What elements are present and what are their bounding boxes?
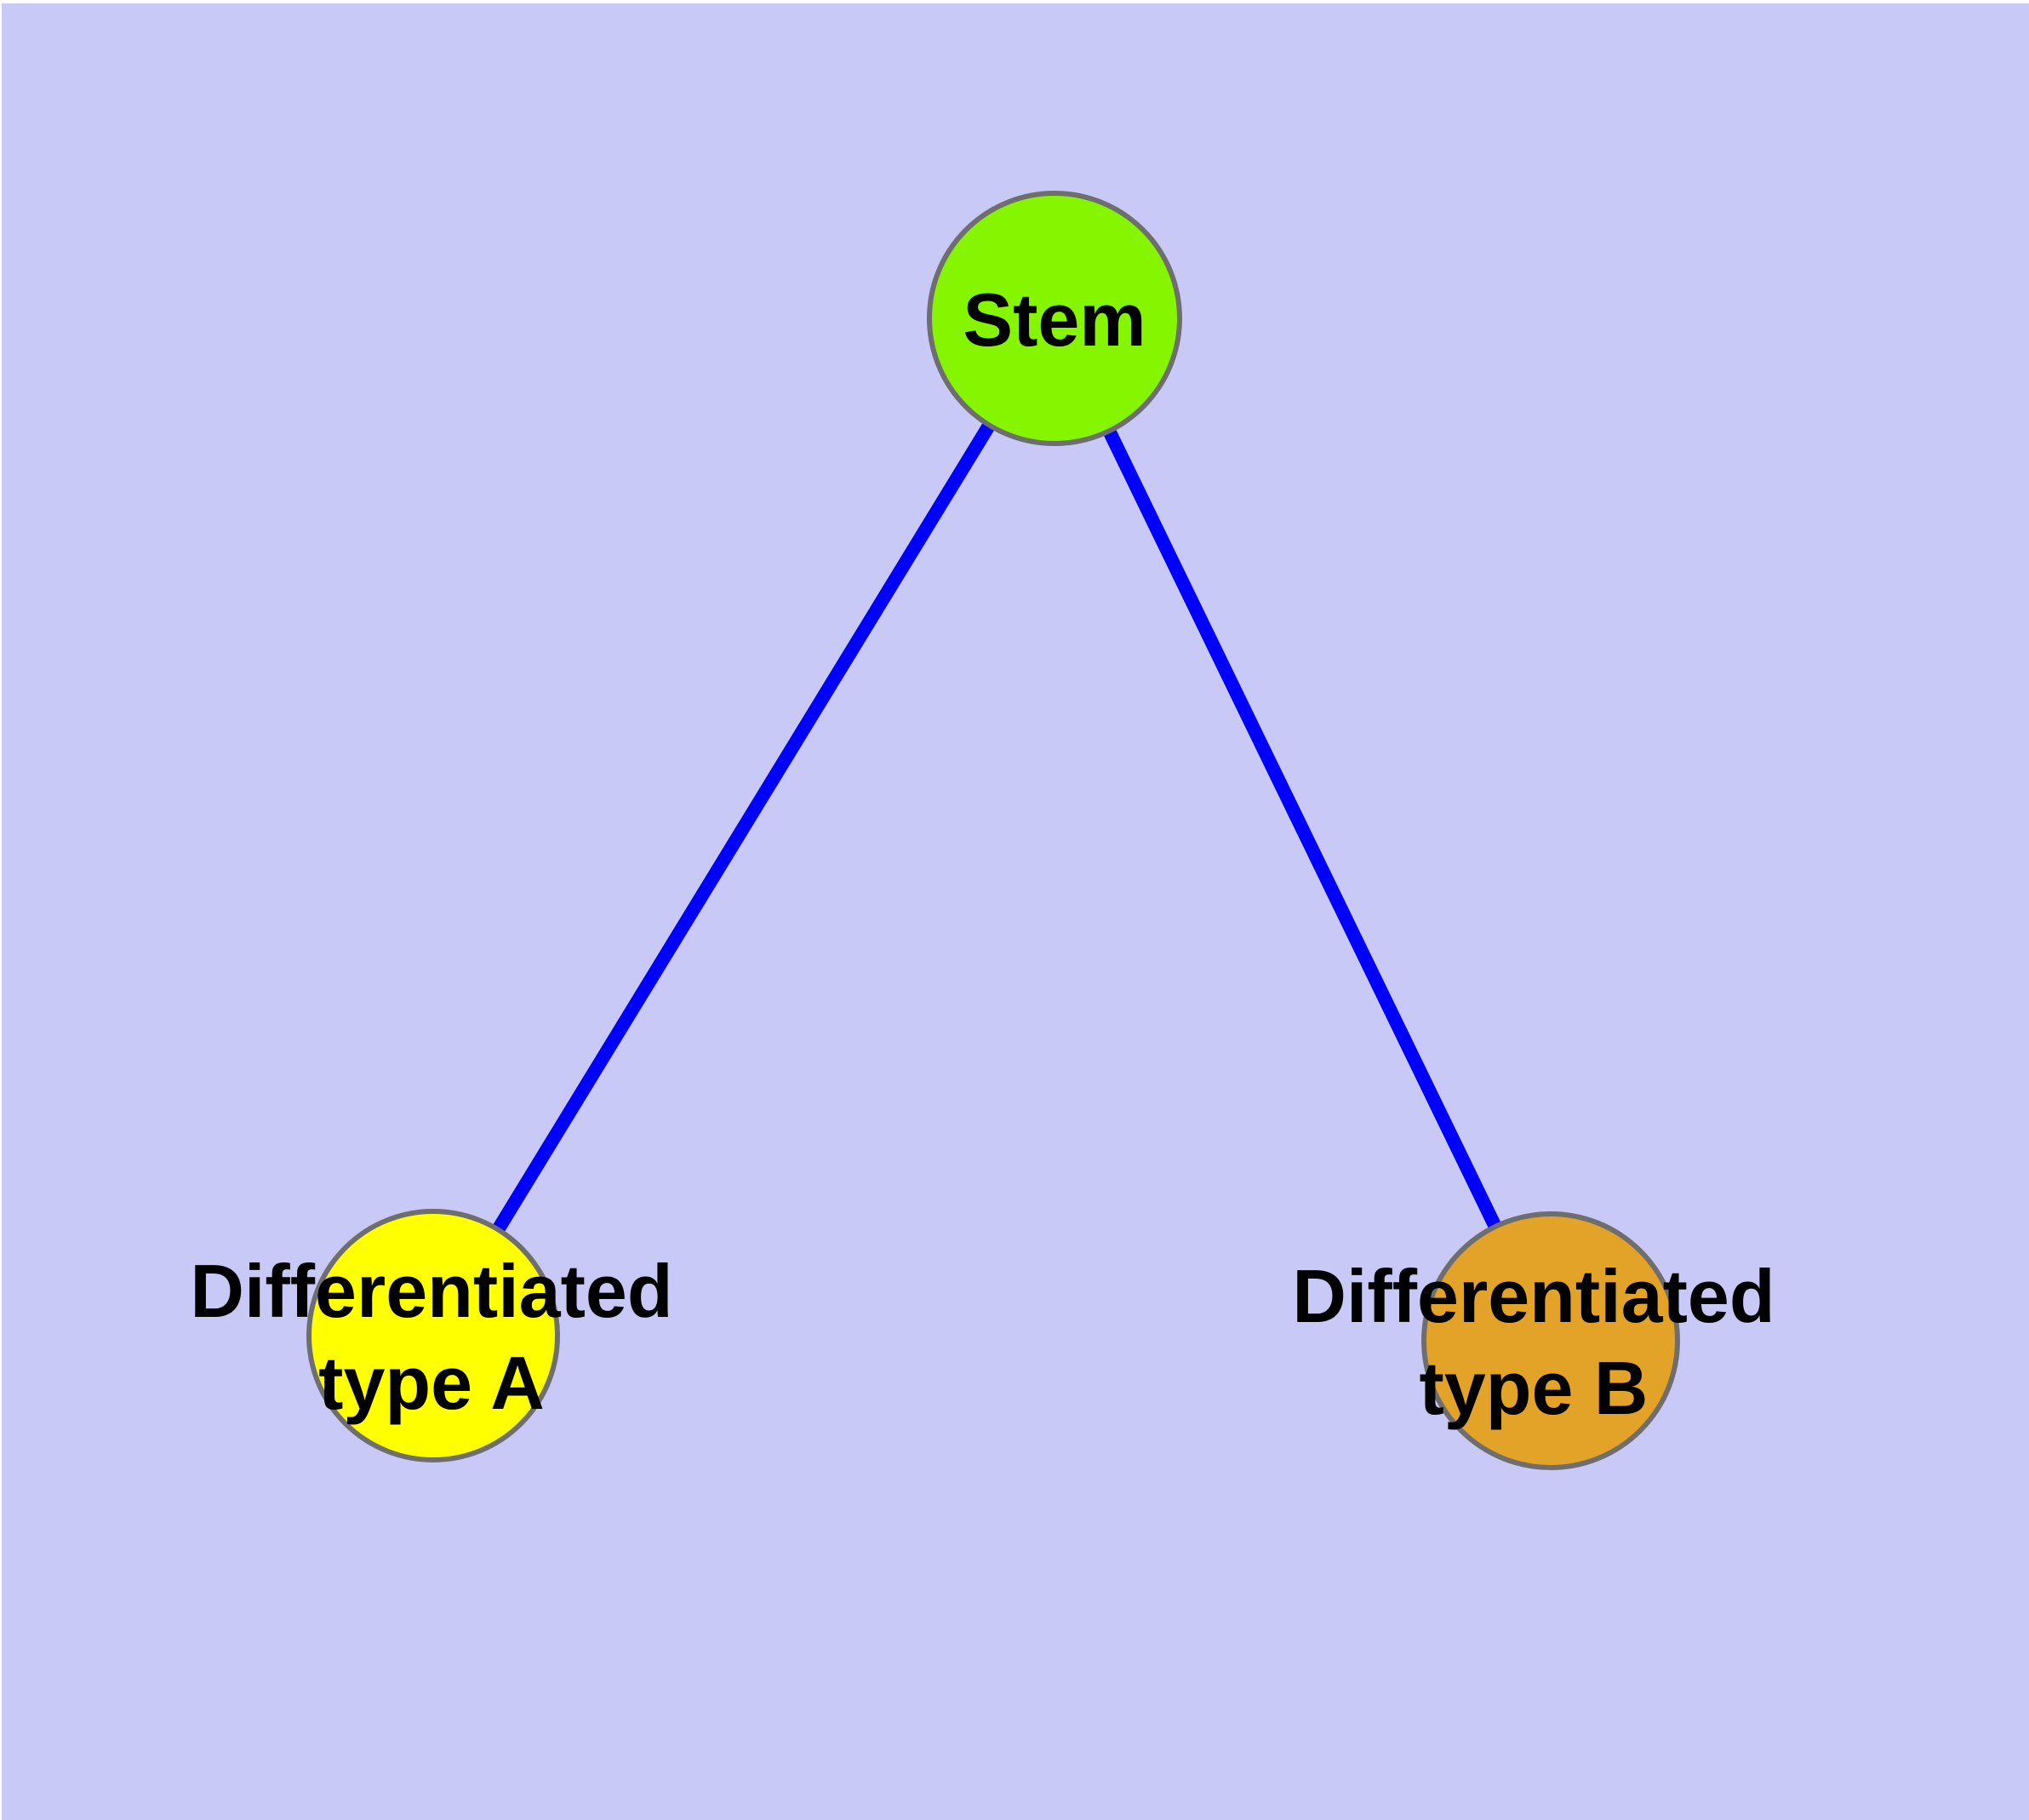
node-differentiated-type-b-circle <box>1421 1211 1680 1470</box>
edge-stem-to-type-b <box>1048 315 1557 1344</box>
node-differentiated-type-a-circle <box>306 1209 560 1462</box>
edge-stem-to-type-a <box>427 314 1060 1340</box>
graph-layer <box>306 191 1680 1470</box>
node-stem-circle <box>927 191 1182 446</box>
graph-canvas: Stem Differentiated type A Differentiate… <box>2 3 2029 1820</box>
